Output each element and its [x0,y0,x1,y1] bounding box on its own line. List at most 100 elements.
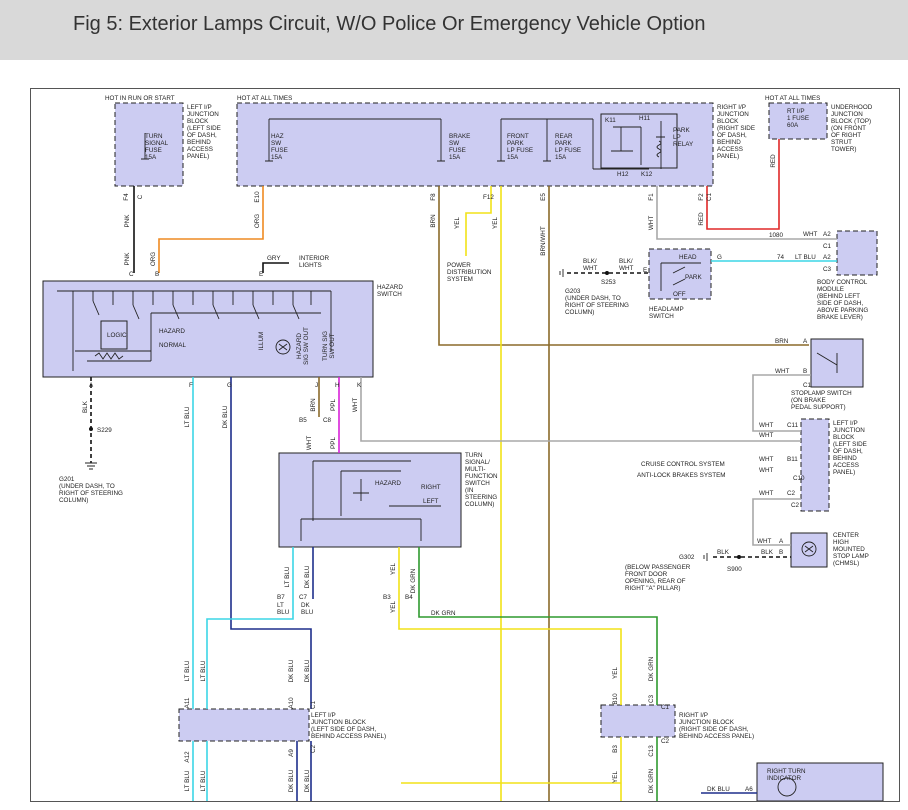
diagram-label: S229 [97,427,112,434]
diagram-label: G203 [565,288,581,295]
diagram-label: HOT AT ALL TIMES [765,95,820,102]
diagram-label: COLUMN) [565,309,594,316]
diagram-label: ACCESS [833,462,859,469]
diagram-label: BLK/ [619,258,633,265]
diagram-label: G302 [679,554,695,561]
diagram-label: GRY [267,255,281,262]
diagram-label: COLUMN) [465,501,494,508]
diagram-label: LT [277,602,284,609]
diagram-label: B4 [405,594,413,601]
diagram-label: A12 [184,751,191,763]
diagram-label: BEHIND ACCESS PANEL) [679,733,754,740]
diagram-label: G [717,254,722,261]
diagram-label: B10 [612,693,619,705]
page-title: Fig 5: Exterior Lamps Circuit, W/O Polic… [73,13,706,35]
diagram-label: 15A [449,154,461,161]
diagram-label: A2 [823,231,831,238]
diagram-label: YEL [454,217,461,229]
diagram-label: C1 [310,700,317,709]
diagram-label: C1 [803,382,812,389]
diagram-label: BRN/WHT [540,226,547,256]
diagram-label: INDICATOR [767,775,802,782]
wire-brn [438,186,809,346]
diagram-label: BEHIND [187,139,211,146]
diagram-label: HAZARD [377,284,403,291]
diagram-label: BLOCK [833,434,855,441]
turn-signal-multifunction-switch-block [278,452,462,548]
diagram-label: A2 [823,254,831,261]
diagram-label: YEL [390,563,397,575]
diagram-label: 15A [555,154,567,161]
diagram-label: (LEFT SIDE [187,125,221,132]
diagram-label: ILLUM [258,332,265,351]
diagram-label: SIGNAL [145,140,169,147]
diagram-label: RT I/P [787,108,805,115]
diagram-label: B [155,271,159,278]
diagram-label: C2 [310,744,317,753]
wire-dk-blu-out [296,741,312,801]
wire-gry [262,262,289,273]
diagram-label: LT BLU [284,566,291,587]
diagram-label: RELAY [673,141,694,148]
diagram-label: B3 [383,594,391,601]
diagram-label: JUNCTION [833,427,865,434]
diagram-label: FUSE [271,147,288,154]
diagram-label: BRAKE LEVER) [817,314,863,321]
diagram-label: B [779,549,783,556]
diagram-label: BEHIND [833,455,857,462]
internal-symbols [57,118,838,797]
diagram-label: FUSE [145,147,162,154]
diagram-label: BLOCK (TOP) [831,118,871,125]
diagram-label: BRAKE [449,133,470,140]
diagram-label: WHT [803,231,817,238]
diagram-label: HAZARD [159,328,185,335]
diagram-label: HOT IN RUN OR START [105,95,175,102]
diagram-label: F2 [698,193,705,201]
diagram-label: OF RIGHT [831,132,861,139]
diagram-label: RED [770,154,777,168]
diagram-label: MOUNTED [833,546,865,553]
diagram-label: J [315,382,318,389]
diagram-label: ORG [254,214,261,228]
diagram-label: OFF [673,291,686,298]
underhood-junction-block [768,102,828,140]
diagram-label: C8 [323,417,332,424]
diagram-label: LIGHTS [299,262,322,269]
diagram-label: TURN [145,133,163,140]
diagram-label: NORMAL [159,342,186,349]
diagram-label: STOP LAMP [833,553,869,560]
diagram-label: LT BLU [200,660,207,681]
diagram-label: F8 [430,193,437,201]
diagram-label: PARK [555,140,572,147]
diagram-label: 1080 [769,232,784,239]
diagram-label: A [779,538,784,545]
diagram-label: BODY CONTROL [817,279,868,286]
diagram-label: LT BLU [184,770,191,791]
diagram-label: C2 [787,490,796,497]
diagram-label: DK BLU [222,405,229,428]
diagram-label: (LEFT SIDE [833,441,867,448]
diagram-label: HAZARD [296,333,303,359]
diagram-label: WHT [306,436,313,450]
diagram-label: K [357,382,362,389]
diagram-label: SWITCH [465,480,490,487]
diagram-label: SWITCH [649,313,674,320]
diagram-label: WHT [759,456,773,463]
logic-box [100,320,128,350]
diagram-label: SIG SW OUT [303,327,310,365]
diagram-label: E [643,267,647,274]
diagram-label: PPL [330,437,337,449]
diagram-label: LT BLU [184,406,191,427]
diagram-label: DK GRN [431,610,456,617]
diagram-label: BLU [277,609,290,616]
diagram-label: BLU [301,609,314,616]
diagram-label: 1 FUSE [787,115,809,122]
diagram-label: DK GRN [410,568,417,593]
wire-wht-k [360,377,801,442]
wire-red [706,139,780,230]
diagram-label: RIGHT "A" PILLAR) [625,585,680,592]
diagram-label: DK [301,602,311,609]
diagram-label: E10 [254,191,261,203]
diagram-label: BLOCK [187,118,209,125]
